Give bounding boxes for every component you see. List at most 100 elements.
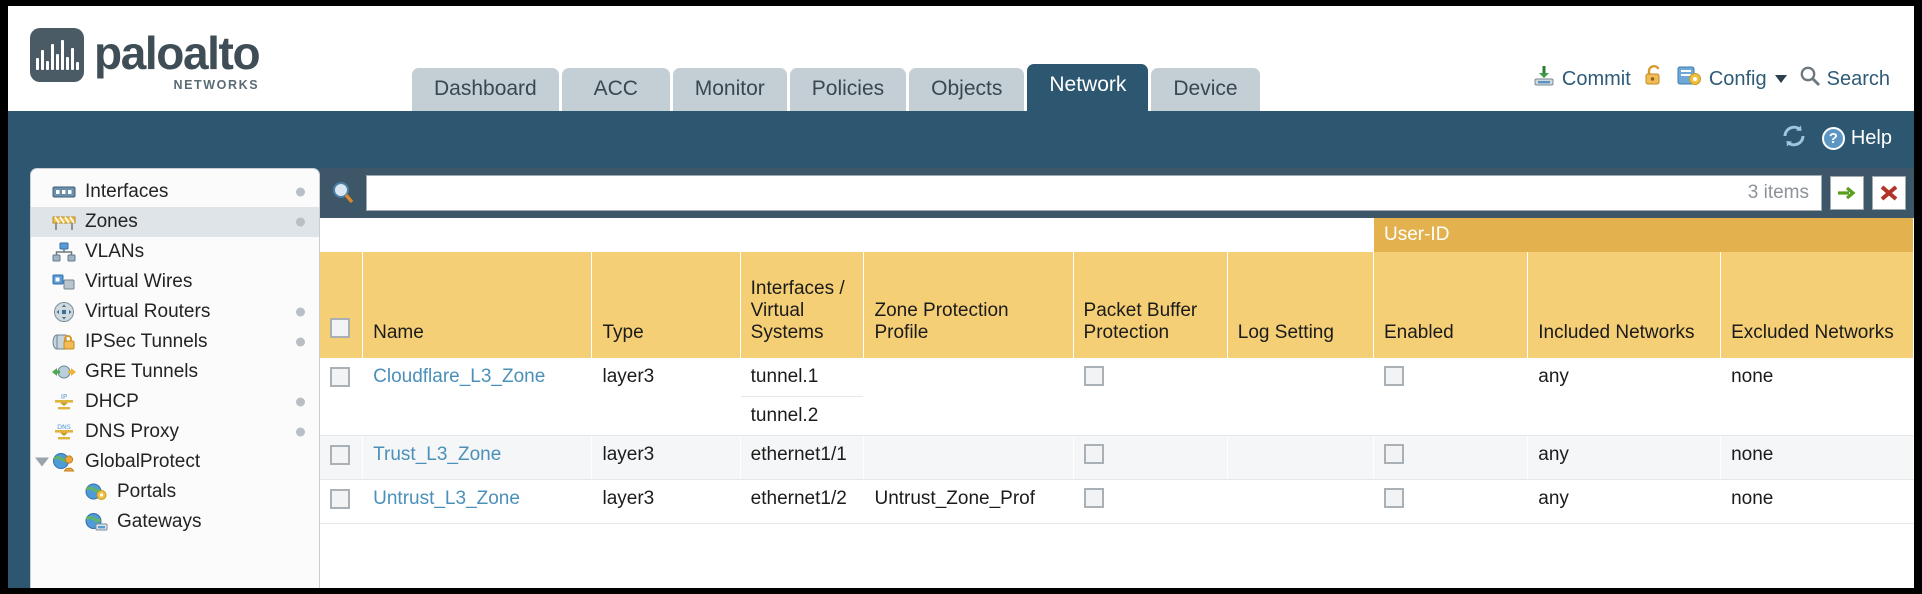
zones-icon [51,212,77,232]
cell-zone-protection: Untrust_Zone_Prof [863,479,1074,524]
row-select-cell [320,435,364,480]
sidebar-item-globalprotect[interactable]: GlobalProtect [31,447,319,477]
zone-name-link[interactable]: Untrust_L3_Zone [373,488,520,509]
userid-enabled-checkbox[interactable] [1383,444,1404,464]
cell-packet-buffer [1073,479,1228,524]
group-header-userid: User-ID [1373,218,1914,252]
sidebar-item-label: Virtual Routers [85,301,211,322]
table-row[interactable]: Trust_L3_Zone layer3 ethernet1/1 [320,435,1914,480]
sidebar-item-dns-proxy[interactable]: DNS DNS Proxy [31,417,319,447]
sidebar-item-label: Portals [117,481,177,502]
sidebar-item-virtual-routers[interactable]: Virtual Routers [31,297,319,327]
search-filter-icon[interactable] [328,178,358,208]
cell-type: layer3 [591,435,741,480]
col-header-log-setting[interactable]: Log Setting [1227,252,1374,358]
commit-button[interactable]: Commit [1532,64,1631,94]
select-all-checkbox[interactable] [330,318,350,338]
sidebar-item-portals[interactable]: Portals [31,477,319,507]
config-dropdown[interactable]: Config [1677,64,1787,94]
table-group-header-row: User-ID [320,218,1914,252]
sidebar-item-interfaces[interactable]: Interfaces [31,177,319,207]
zones-table-container: User-ID Name Type Interfaces / Virtual S… [320,218,1914,588]
sidebar-item-label: DHCP [85,391,139,412]
ipsec-tunnels-icon [51,332,77,352]
col-header-included-networks[interactable]: Included Networks [1527,252,1722,358]
row-checkbox[interactable] [330,367,350,387]
sidebar-item-gre-tunnels[interactable]: GRE Tunnels [31,357,319,387]
col-header-interfaces[interactable]: Interfaces / Virtual Systems [740,252,865,358]
table-row[interactable]: Cloudflare_L3_Zone layer3 tunnel.1 tunne… [320,358,1914,436]
table-header-row: Name Type Interfaces / Virtual Systems Z… [320,252,1914,358]
sidebar-item-dhcp[interactable]: IP DHCP [31,387,319,417]
row-checkbox[interactable] [330,445,350,465]
main-tab-bar[interactable]: Dashboard ACC Monitor Policies Objects N… [412,64,1260,111]
commit-label: Commit [1561,67,1631,90]
interface-entry: tunnel.2 [750,405,819,426]
sidebar-item-virtual-wires[interactable]: Virtual Wires [31,267,319,297]
col-header-type[interactable]: Type [591,252,741,358]
packet-buffer-checkbox[interactable] [1083,488,1104,508]
status-dot [296,217,305,227]
packet-buffer-checkbox[interactable] [1083,444,1104,464]
dhcp-icon: IP [51,392,77,412]
search-button[interactable]: Search [1799,65,1890,93]
sidebar-item-vlans[interactable]: VLANs [31,237,319,267]
status-dot [296,187,305,197]
cell-included-networks: any [1527,435,1722,480]
tab-device[interactable]: Device [1151,68,1260,111]
sub-toolbar-actions: ? Help [1780,123,1892,154]
table-row[interactable]: Untrust_L3_Zone layer3 ethernet1/2 Untru… [320,479,1914,524]
sidebar-item-ipsec-tunnels[interactable]: IPSec Tunnels [31,327,319,357]
userid-enabled-checkbox[interactable] [1383,488,1404,508]
status-dot [296,427,305,437]
cell-userid-enabled [1373,435,1529,480]
userid-enabled-checkbox[interactable] [1383,366,1404,386]
zone-name-link[interactable]: Cloudflare_L3_Zone [373,366,546,387]
col-header-zone-protection[interactable]: Zone Protection Profile [863,252,1074,358]
packet-buffer-checkbox[interactable] [1083,366,1104,386]
cell-interfaces: ethernet1/1 [740,435,865,480]
tab-dashboard[interactable]: Dashboard [412,68,559,111]
refresh-icon[interactable] [1780,123,1808,154]
row-checkbox[interactable] [330,489,350,509]
apply-filter-button[interactable] [1830,176,1864,210]
tab-objects[interactable]: Objects [909,68,1025,111]
col-header-excluded-networks[interactable]: Excluded Networks [1720,252,1914,358]
tab-monitor[interactable]: Monitor [672,68,787,111]
cell-packet-buffer [1073,358,1228,436]
interfaces-icon [51,182,77,202]
virtual-wires-icon [51,272,77,292]
zone-name-link[interactable]: Trust_L3_Zone [373,444,502,465]
sidebar-item-label: Interfaces [85,181,169,202]
help-button[interactable]: ? Help [1821,127,1892,150]
cell-included-networks: any [1527,479,1722,524]
lock-icon[interactable] [1643,64,1665,94]
header-actions: Commit C [1532,64,1890,94]
search-input[interactable]: 3 items [366,175,1822,211]
tab-acc[interactable]: ACC [561,68,670,111]
tab-network[interactable]: Network [1027,64,1149,111]
col-header-enabled[interactable]: Enabled [1373,252,1529,358]
svg-text:IP: IP [61,393,67,401]
select-all-header [320,252,364,358]
paloalto-logo: paloalto NETWORKS [30,28,261,92]
sidebar-item-label: GRE Tunnels [85,361,198,382]
status-dot [296,337,305,347]
clear-filter-button[interactable] [1872,176,1906,210]
virtual-routers-icon [51,302,77,322]
cell-packet-buffer [1073,435,1228,480]
tab-policies[interactable]: Policies [789,68,907,111]
sidebar-item-label: Zones [85,211,138,232]
item-count-label: 3 items [1747,182,1809,203]
sidebar-item-zones[interactable]: Zones [31,207,319,237]
cell-interfaces: ethernet1/2 [740,479,865,524]
cell-userid-enabled [1373,358,1529,436]
cell-type: layer3 [591,479,741,524]
status-dot [296,397,305,407]
col-header-name[interactable]: Name [362,252,593,358]
sidebar-item-gateways[interactable]: Gateways [31,507,319,537]
expander-triangle-icon[interactable] [35,457,49,467]
vlans-icon [51,242,77,262]
col-header-packet-buffer[interactable]: Packet Buffer Protection [1073,252,1228,358]
sidebar-item-label: Virtual Wires [85,271,193,292]
